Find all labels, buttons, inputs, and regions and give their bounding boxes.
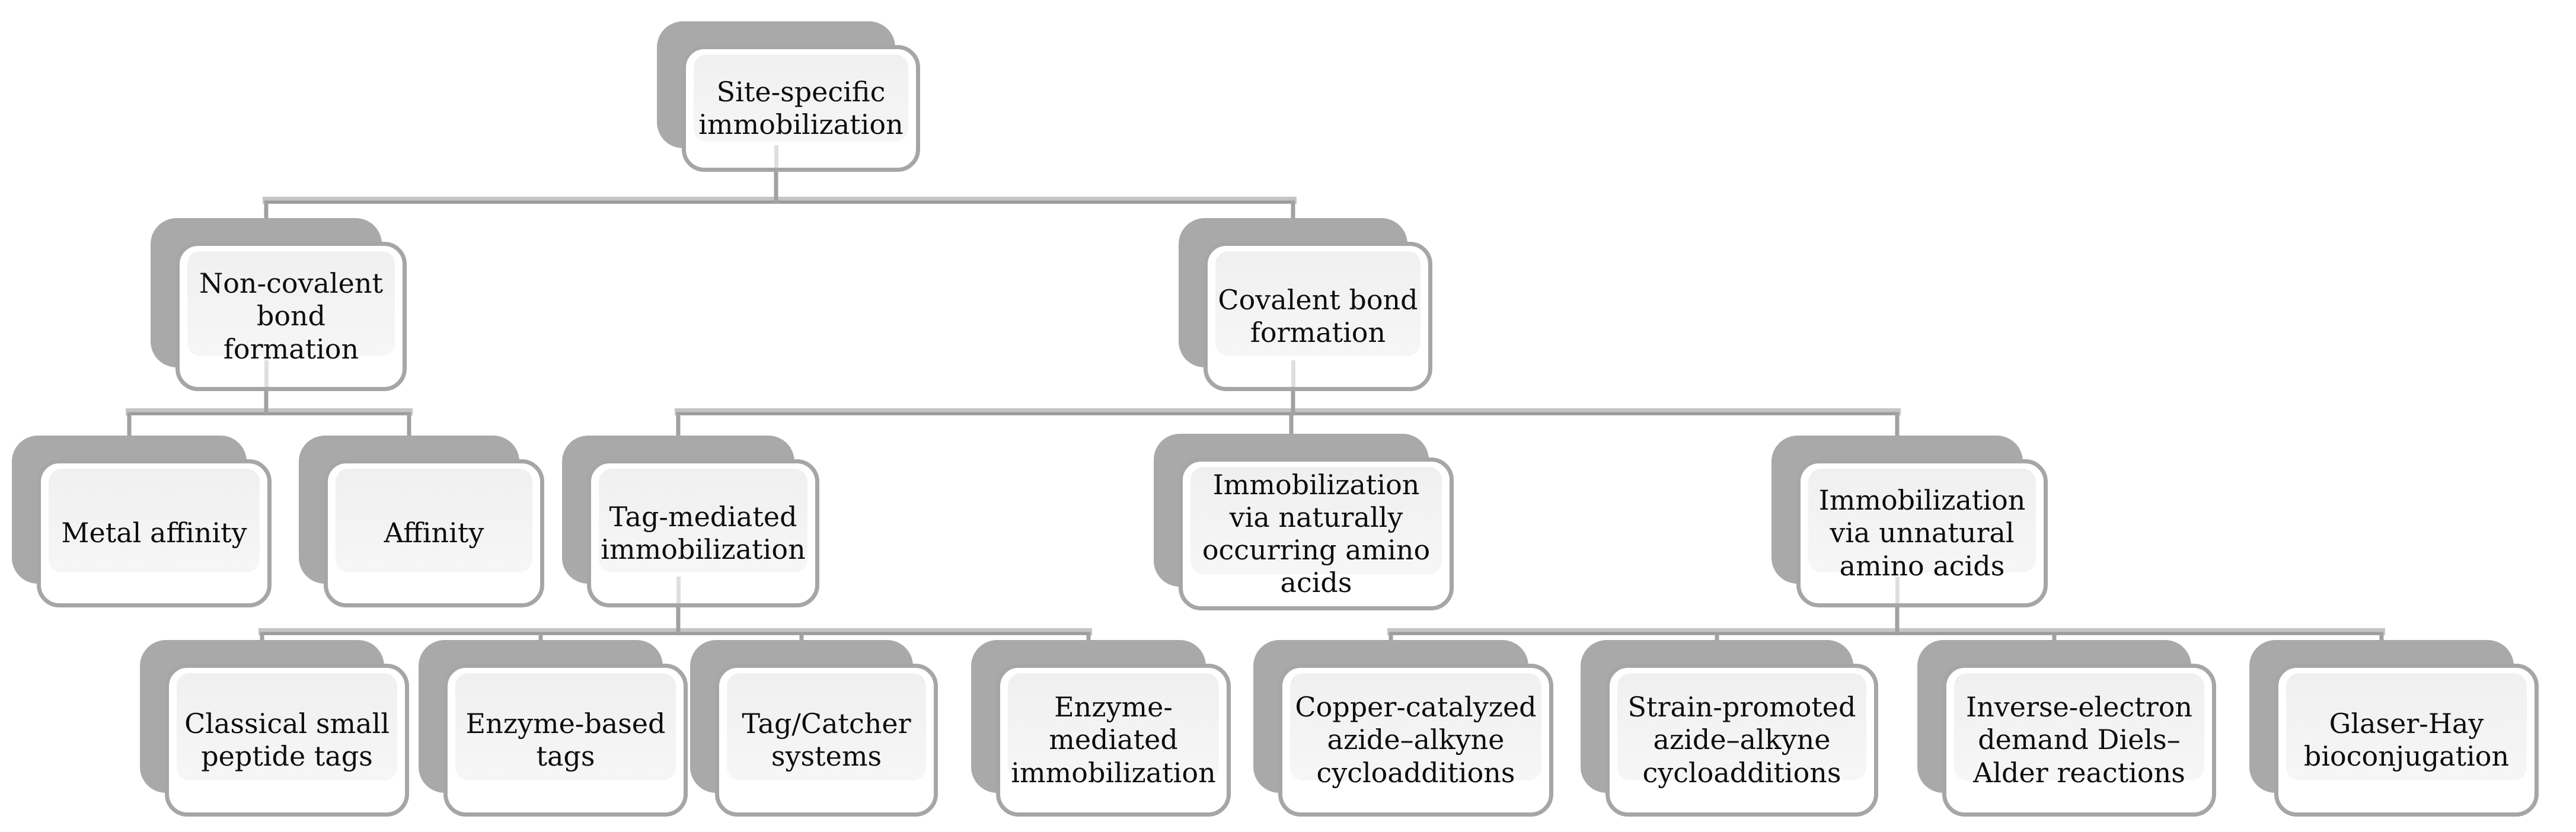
node-label: Classical small peptide tags: [184, 707, 390, 772]
node-face: Immobilization via naturally occurring a…: [1179, 457, 1454, 610]
node-label: Non-covalent bond formation: [199, 267, 384, 365]
node-face: Metal affinity: [37, 459, 272, 607]
node-face: Enzyme-based tags: [443, 664, 688, 817]
node-label: Glaser-Hay bioconjugation: [2303, 707, 2510, 772]
node-copper-catalyzed-azide-alkyne-cycloadditions: Copper-catalyzed azide–alkyne cycloaddit…: [1253, 640, 1553, 817]
node-label: Covalent bond formation: [1218, 283, 1418, 348]
node-label: Inverse-electron demand Diels– Alder rea…: [1965, 691, 2193, 789]
node-label: Immobilization via naturally occurring a…: [1202, 468, 1431, 599]
node-glaser-hay-bioconjugation: Glaser-Hay bioconjugation: [2249, 640, 2539, 817]
node-affinity: Affinity: [299, 436, 544, 607]
node-face: Immobilization via unnatural amino acids: [1796, 459, 2048, 607]
node-inverse-electron-demand-diels-alder-reactions: Inverse-electron demand Diels– Alder rea…: [1917, 640, 2216, 817]
node-label: Copper-catalyzed azide–alkyne cycloaddit…: [1295, 691, 1537, 789]
node-face: Tag-mediated immobilization: [587, 459, 819, 607]
node-label: Site-specific immobilization: [698, 75, 904, 140]
node-classical-small-peptide-tags: Classical small peptide tags: [140, 640, 409, 817]
node-tag-catcher-systems: Tag/Catcher systems: [690, 640, 938, 817]
node-tag-mediated-immobilization: Tag-mediated immobilization: [562, 436, 819, 607]
node-face: Non-covalent bond formation: [175, 242, 407, 391]
node-enzyme-based-tags: Enzyme-based tags: [419, 640, 688, 817]
node-face: Glaser-Hay bioconjugation: [2274, 664, 2539, 817]
node-label: Immobilization via unnatural amino acids: [1818, 484, 2026, 582]
node-label: Tag/Catcher systems: [742, 707, 911, 772]
node-immobilization-naturally-occurring-amino-acids: Immobilization via naturally occurring a…: [1154, 434, 1454, 610]
node-face: Covalent bond formation: [1204, 242, 1432, 391]
node-face: Site-specific immobilization: [682, 45, 920, 172]
node-non-covalent-bond-formation: Non-covalent bond formation: [151, 218, 407, 391]
node-label: Affinity: [384, 517, 484, 549]
node-immobilization-unnatural-amino-acids: Immobilization via unnatural amino acids: [1771, 436, 2048, 607]
node-face: Affinity: [324, 459, 544, 607]
node-label: Enzyme-based tags: [465, 707, 666, 772]
node-label: Strain-promoted azide–alkyne cycloadditi…: [1627, 691, 1856, 789]
node-face: Strain-promoted azide–alkyne cycloadditi…: [1605, 664, 1878, 817]
node-label: Enzyme- mediated immobilization: [1011, 691, 1216, 789]
node-face: Copper-catalyzed azide–alkyne cycloaddit…: [1278, 664, 1553, 817]
node-face: Inverse-electron demand Diels– Alder rea…: [1942, 664, 2216, 817]
node-face: Classical small peptide tags: [165, 664, 409, 817]
node-label: Tag-mediated immobilization: [601, 500, 806, 565]
node-enzyme-mediated-immobilization: Enzyme- mediated immobilization: [971, 640, 1231, 817]
node-metal-affinity: Metal affinity: [12, 436, 272, 607]
node-face: Tag/Catcher systems: [715, 664, 938, 817]
node-face: Enzyme- mediated immobilization: [996, 664, 1231, 817]
node-site-specific-immobilization: Site-specific immobilization: [657, 21, 920, 172]
node-label: Metal affinity: [61, 517, 247, 549]
node-covalent-bond-formation: Covalent bond formation: [1179, 218, 1432, 391]
node-strain-promoted-azide-alkyne-cycloadditions: Strain-promoted azide–alkyne cycloadditi…: [1581, 640, 1878, 817]
